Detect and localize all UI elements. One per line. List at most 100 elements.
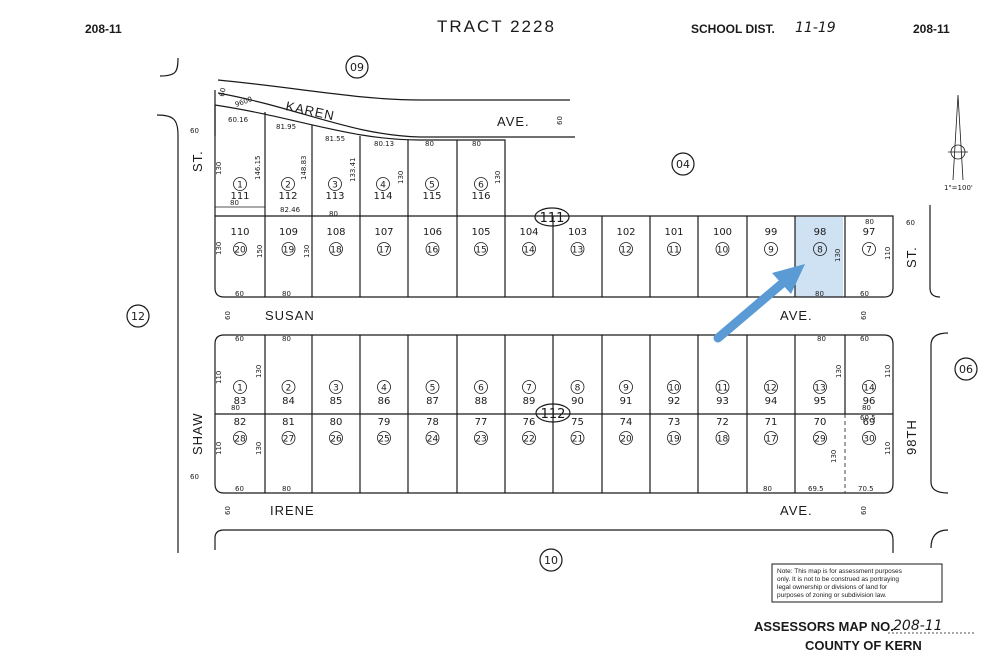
svg-text:80: 80 xyxy=(472,140,481,148)
svg-text:80: 80 xyxy=(817,335,826,343)
parcel-87: 587 xyxy=(425,380,440,407)
svg-text:106: 106 xyxy=(423,227,442,238)
block-top xyxy=(214,104,506,216)
svg-text:9: 9 xyxy=(768,246,774,256)
svg-text:94: 94 xyxy=(765,396,778,407)
svg-text:60: 60 xyxy=(235,290,244,298)
svg-text:3: 3 xyxy=(333,384,339,394)
svg-text:12: 12 xyxy=(765,384,776,394)
svg-text:100: 100 xyxy=(713,227,732,238)
svg-text:60: 60 xyxy=(224,311,232,320)
parcel-83: 183 xyxy=(233,380,247,407)
svg-text:24: 24 xyxy=(427,435,439,445)
svg-text:28: 28 xyxy=(234,435,246,445)
svg-text:8: 8 xyxy=(817,246,823,256)
svg-text:77: 77 xyxy=(475,417,488,428)
svg-text:60.5: 60.5 xyxy=(860,414,876,422)
svg-text:6: 6 xyxy=(478,384,484,394)
karen-label: KAREN xyxy=(284,98,336,123)
highlight-arrow-icon xyxy=(713,264,805,343)
svg-text:11: 11 xyxy=(717,384,728,394)
susan-label: SUSAN xyxy=(265,308,315,323)
svg-text:8: 8 xyxy=(575,384,581,394)
svg-text:60: 60 xyxy=(860,311,868,320)
svg-text:111: 111 xyxy=(230,191,249,202)
svg-text:80: 80 xyxy=(230,199,239,207)
school-dist-value: 11-19 xyxy=(795,20,836,36)
svg-text:60: 60 xyxy=(860,506,868,515)
svg-text:113: 113 xyxy=(325,191,344,202)
svg-text:130: 130 xyxy=(494,171,502,184)
svg-text:Note: This map is for assessme: Note: This map is for assessment purpose… xyxy=(777,568,903,575)
block-112-label: 112 xyxy=(535,403,571,423)
svg-text:92: 92 xyxy=(668,396,681,407)
parcel-98: 898 xyxy=(813,227,827,256)
irene-ave-label: AVE. xyxy=(780,503,813,518)
svg-text:19: 19 xyxy=(283,246,295,256)
svg-text:17: 17 xyxy=(378,246,389,256)
svg-text:116: 116 xyxy=(471,191,490,202)
svg-text:60: 60 xyxy=(860,290,869,298)
svg-text:60: 60 xyxy=(556,116,564,125)
svg-text:84: 84 xyxy=(282,396,295,407)
svg-text:105: 105 xyxy=(471,227,490,238)
svg-text:60: 60 xyxy=(190,473,199,481)
svg-text:70: 70 xyxy=(814,417,827,428)
svg-text:86: 86 xyxy=(378,396,391,407)
svg-text:96: 96 xyxy=(863,396,876,407)
svg-text:70.5: 70.5 xyxy=(858,485,874,493)
svg-text:110: 110 xyxy=(884,247,892,260)
svg-text:13: 13 xyxy=(572,246,583,256)
svg-text:72: 72 xyxy=(716,417,729,428)
adjacent-map-04: 04 xyxy=(671,152,695,176)
svg-text:76: 76 xyxy=(523,417,536,428)
svg-text:130: 130 xyxy=(834,249,842,262)
svg-text:81: 81 xyxy=(282,417,295,428)
svg-text:2: 2 xyxy=(285,181,291,191)
svg-text:purposes of zoning or subdivis: purposes of zoning or subdivision law. xyxy=(777,592,887,599)
svg-text:only. It is not to be construe: only. It is not to be construed as portr… xyxy=(777,576,899,583)
corner-nw xyxy=(159,57,179,77)
svg-text:101: 101 xyxy=(664,227,683,238)
county-label: COUNTY OF KERN xyxy=(805,638,922,653)
svg-text:93: 93 xyxy=(716,396,729,407)
svg-text:114: 114 xyxy=(373,191,392,202)
adjacent-map-09: 09 xyxy=(345,55,369,79)
parcel-85: 385 xyxy=(329,380,343,407)
svg-text:73: 73 xyxy=(668,417,681,428)
parcel-90: 890 xyxy=(570,380,585,407)
svg-text:78: 78 xyxy=(426,417,439,428)
svg-text:4: 4 xyxy=(380,181,386,191)
svg-text:14: 14 xyxy=(523,246,535,256)
svg-text:30: 30 xyxy=(863,435,875,445)
svg-text:10: 10 xyxy=(717,246,729,256)
svg-text:7: 7 xyxy=(866,246,872,256)
svg-text:19: 19 xyxy=(668,435,680,445)
svg-text:5: 5 xyxy=(429,181,435,191)
svg-text:60.16: 60.16 xyxy=(228,116,249,124)
svg-text:146.15: 146.15 xyxy=(254,156,262,181)
svg-text:80: 80 xyxy=(282,485,291,493)
svg-text:12: 12 xyxy=(131,310,145,323)
svg-text:130: 130 xyxy=(397,171,405,184)
svg-text:60: 60 xyxy=(218,87,227,97)
assessors-map-label: ASSESSORS MAP NO. xyxy=(754,619,894,634)
svg-text:89: 89 xyxy=(523,396,536,407)
svg-text:17: 17 xyxy=(765,435,776,445)
